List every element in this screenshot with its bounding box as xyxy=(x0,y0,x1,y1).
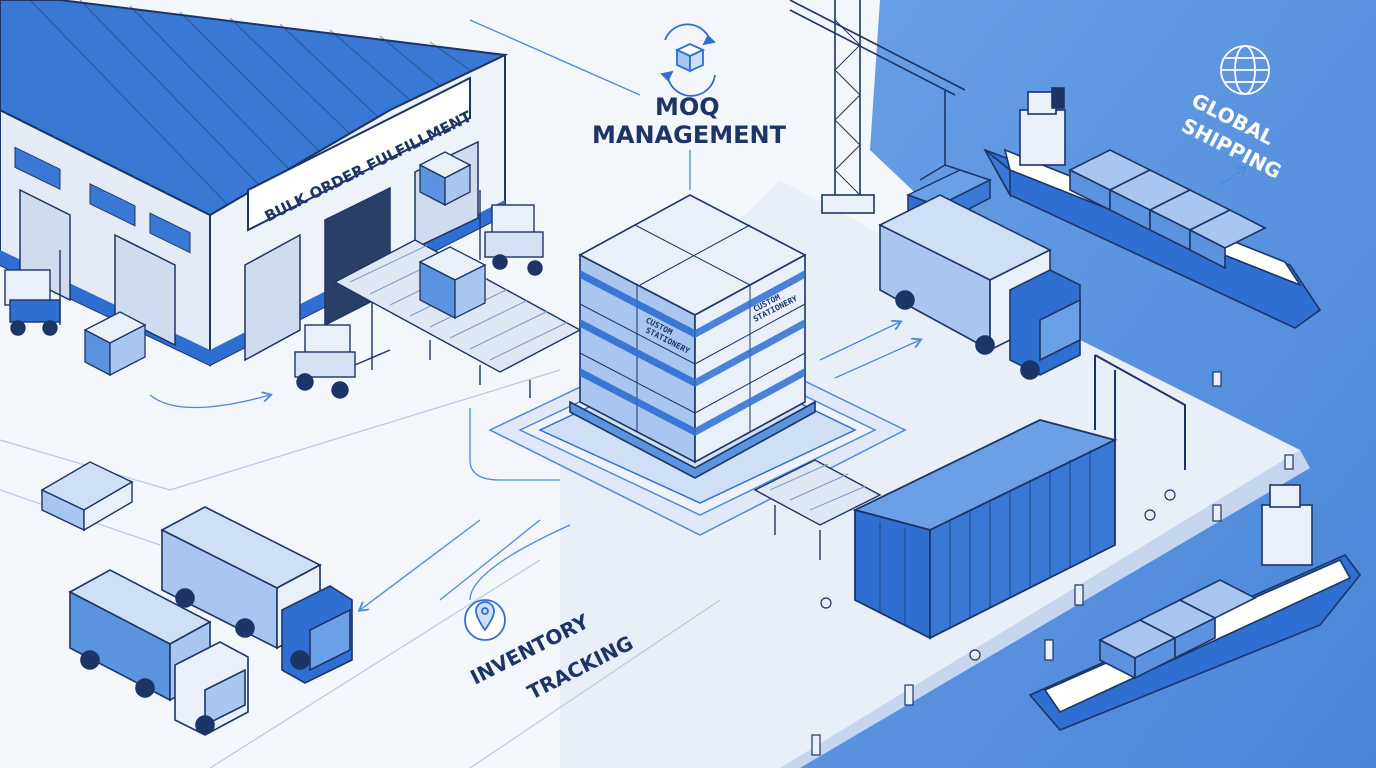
flow-lines xyxy=(149,19,1245,610)
forklift-dock xyxy=(479,190,544,276)
booth xyxy=(40,461,134,532)
box-cycle-icon xyxy=(660,23,716,97)
pallet-stack-left xyxy=(83,311,147,377)
pallet-stack-dock xyxy=(418,151,472,207)
globe-icon xyxy=(1220,45,1270,95)
truck-dock xyxy=(878,194,1081,380)
ship-upper xyxy=(983,87,1322,329)
pallet-on-conveyor xyxy=(418,246,487,320)
warehouse xyxy=(0,0,509,367)
central-box-stack xyxy=(569,194,816,479)
truck-road-upper xyxy=(160,506,353,684)
truck-road-lower xyxy=(68,569,249,736)
gantry xyxy=(1094,354,1186,470)
forklift-left xyxy=(4,250,61,336)
moq-label-line1: MOQ xyxy=(655,93,720,121)
port-crane xyxy=(789,0,966,214)
shipping-container xyxy=(852,419,1118,640)
forklift-center xyxy=(294,300,391,399)
location-pin-icon xyxy=(464,599,506,641)
conveyor-lower xyxy=(753,459,882,560)
ship-lower xyxy=(1028,484,1362,731)
bollards xyxy=(811,371,1294,756)
moq-label-line2: MANAGEMENT xyxy=(592,121,787,149)
